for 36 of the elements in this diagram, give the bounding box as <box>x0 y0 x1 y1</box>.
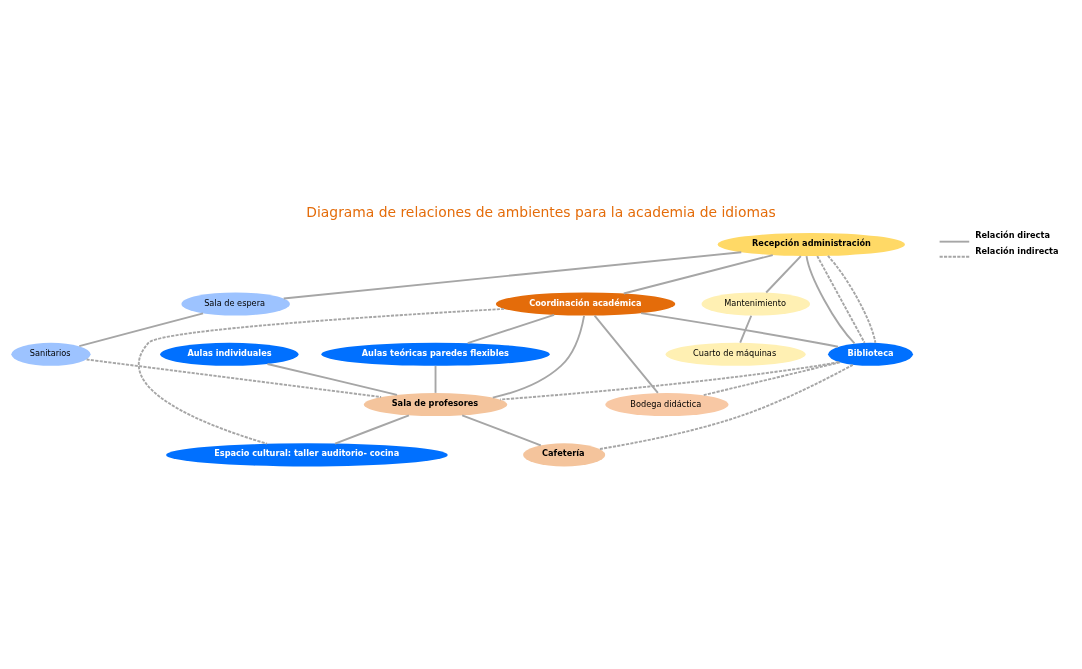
connector <box>266 362 398 396</box>
connector <box>593 314 659 394</box>
node-ellipse: Cuarto de máquinas <box>665 342 806 366</box>
connector <box>640 311 839 348</box>
connector <box>461 413 542 446</box>
connector <box>765 254 802 293</box>
node-ellipse: Coordinación académica <box>495 292 676 316</box>
legend-label: Relación directa <box>975 229 1050 240</box>
connector <box>816 254 866 344</box>
connector <box>598 363 854 450</box>
connector <box>826 254 877 344</box>
connector <box>739 314 753 344</box>
node-ellipse: Cafetería <box>523 442 606 466</box>
node-ellipse: Sala de profesores <box>363 392 508 416</box>
node-ellipse: Sala de espera <box>181 292 290 316</box>
connector <box>334 413 410 444</box>
legend-label: Relación indirecta <box>975 245 1059 256</box>
connector <box>282 250 743 299</box>
node-ellipse: Aulas individuales <box>160 342 299 366</box>
connector <box>491 314 586 399</box>
diagram-title: Diagrama de relaciones de ambientes para la academia de idiomas <box>306 203 776 220</box>
connector <box>622 253 774 294</box>
node-ellipse: Sanitarios <box>11 342 91 366</box>
node-ellipse: Biblioteca <box>828 342 913 366</box>
connector <box>805 254 856 344</box>
connector <box>466 313 556 344</box>
connector <box>499 360 840 400</box>
node-ellipse: Aulas teóricas paredes flexibles <box>321 342 550 366</box>
node-ellipse: Mantenimiento <box>701 292 811 316</box>
node-ellipse: Recepción administración <box>717 232 905 256</box>
connector <box>434 364 437 394</box>
node-ellipse: Bodega didáctica <box>605 392 729 416</box>
connector <box>702 360 841 396</box>
connector <box>78 311 204 347</box>
node-ellipse: Espacio cultural: taller auditorio- cocina <box>166 442 448 466</box>
connector <box>85 358 383 398</box>
